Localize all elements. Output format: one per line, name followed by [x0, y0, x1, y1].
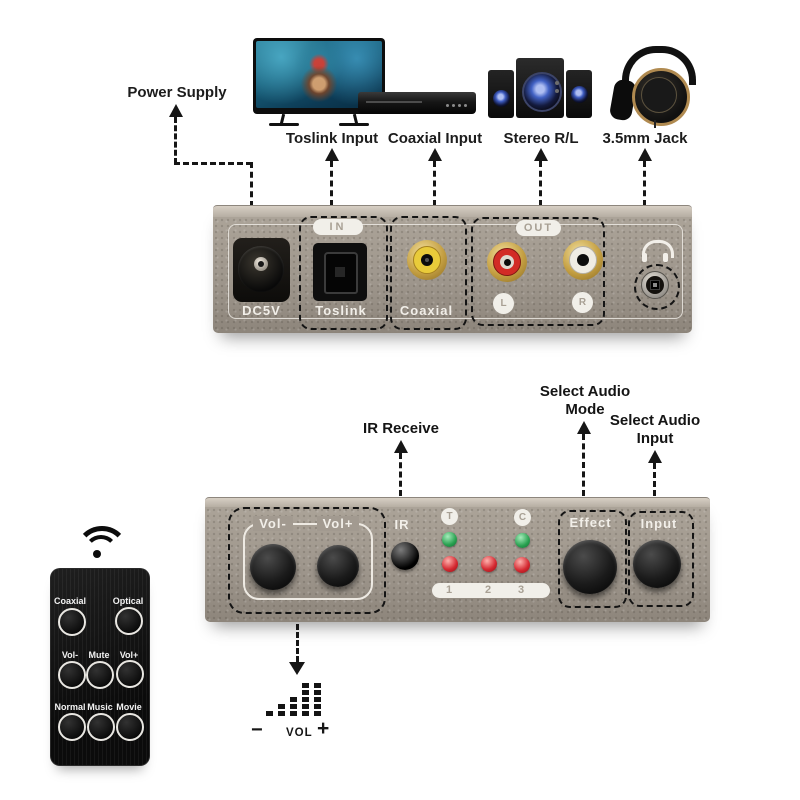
vol-minus-label: Vol- — [253, 516, 293, 531]
front-panel-top-bevel — [205, 497, 710, 508]
coaxial-section-box — [390, 216, 467, 330]
remote-music-button — [87, 713, 115, 741]
coaxial-label: Coaxial — [399, 303, 454, 318]
left-channel-label: L — [493, 293, 514, 314]
toslink-arrow-line — [330, 161, 333, 206]
volume-arrow-line — [296, 624, 299, 662]
ir-receive-label: IR Receive — [363, 420, 439, 437]
input-arrowhead-icon — [648, 450, 662, 463]
toslink-port — [313, 243, 367, 301]
remote-optical-label: Optical — [112, 596, 144, 606]
effect-section-box — [558, 510, 627, 608]
volume-section-box — [228, 507, 386, 614]
ir-label: IR — [394, 517, 410, 532]
remote-vol-plus-button — [116, 660, 144, 688]
vol-text: VOL — [286, 727, 313, 739]
label-toslink-input: Toslink Input — [285, 130, 379, 147]
label-stereo-rl: Stereo R/L — [503, 130, 579, 147]
select-audio-input-label-line1: Select Audio — [609, 412, 701, 429]
mode-arrow-line — [582, 434, 585, 496]
led-t-label: T — [441, 508, 458, 525]
remote-mute-button — [86, 661, 114, 689]
remote-mute-label: Mute — [88, 650, 110, 660]
remote-music-label: Music — [87, 702, 113, 712]
led-c-label: C — [514, 509, 531, 526]
stereo-arrowhead-icon — [534, 148, 548, 161]
jack-dashed-circle — [634, 264, 680, 310]
ir-arrowhead-icon — [394, 440, 408, 453]
back-panel-top-bevel — [213, 205, 692, 218]
volume-arrowhead-icon — [289, 662, 305, 675]
input-label: Input — [640, 516, 678, 531]
dc5v-label: DC5V — [242, 303, 281, 318]
power-supply-arrowhead-icon — [169, 104, 183, 117]
channel-1-label: 1 — [445, 584, 453, 596]
power-supply-drop-line — [250, 162, 253, 207]
in-label: IN — [313, 219, 363, 235]
dc-power-port — [233, 238, 290, 302]
remote-vol-minus-button — [58, 661, 86, 689]
vol-minus-sign: − — [251, 719, 263, 741]
toslink-arrowhead-icon — [325, 148, 339, 161]
in-section-box — [299, 216, 388, 330]
coaxial-arrow-line — [433, 161, 436, 206]
jack-arrow-line — [643, 161, 646, 206]
converter-back-panel: DC5V IN Toslink Coaxial OUT — [213, 205, 692, 333]
stereo-speakers-image — [488, 58, 592, 118]
mode-arrowhead-icon — [577, 421, 591, 434]
back-panel-face — [213, 217, 692, 333]
ir-receiver — [391, 542, 419, 570]
coaxial-arrowhead-icon — [428, 148, 442, 161]
led-green-toslink — [442, 532, 457, 547]
dvd-player-image — [358, 92, 476, 114]
remote-movie-button — [116, 713, 144, 741]
led-red-1 — [442, 556, 458, 572]
remote-coaxial-label: Coaxial — [53, 596, 86, 606]
power-supply-elbow-line — [174, 162, 252, 165]
volume-bars-icon — [266, 682, 321, 716]
effect-button — [563, 540, 617, 594]
select-audio-mode-label-line2: Mode — [565, 401, 605, 418]
power-supply-arrow-line — [174, 117, 177, 164]
vol-plus-label: Vol+ — [317, 516, 359, 531]
remote-normal-button — [58, 713, 86, 741]
channel-number-strip: 1 2 3 — [432, 583, 550, 598]
headphones-image — [608, 44, 696, 128]
vol-minus-button — [250, 544, 296, 590]
stereo-arrow-line — [539, 161, 542, 206]
right-channel-label: R — [572, 292, 593, 313]
channel-2-label: 2 — [484, 584, 492, 596]
remote-vol-minus-label: Vol- — [61, 650, 79, 660]
remote-normal-label: Normal — [54, 702, 86, 712]
jack-arrowhead-icon — [638, 148, 652, 161]
out-label: OUT — [516, 220, 561, 236]
vol-plus-sign: + — [317, 717, 330, 740]
power-supply-label: Power Supply — [127, 84, 227, 101]
led-red-2 — [481, 556, 497, 572]
remote-control: Coaxial Optical Vol- Mute Vol+ Normal Mu… — [50, 568, 150, 766]
input-arrow-line — [653, 463, 656, 496]
ir-arrow-line — [399, 453, 402, 496]
volume-frame — [243, 523, 373, 600]
wifi-signal-icon — [70, 524, 129, 564]
remote-coaxial-button — [58, 608, 86, 636]
select-audio-mode-label-line1: Select Audio — [539, 383, 631, 400]
channel-3-label: 3 — [517, 584, 525, 596]
effect-label: Effect — [569, 515, 612, 530]
toslink-label: Toslink — [315, 303, 367, 318]
out-section-box — [471, 217, 605, 326]
label-35mm-jack: 3.5mm Jack — [602, 130, 688, 147]
remote-optical-button — [115, 607, 143, 635]
remote-movie-label: Movie — [116, 702, 142, 712]
select-audio-input-label-line2: Input — [636, 430, 674, 447]
tv-image — [253, 38, 385, 126]
remote-vol-plus-label: Vol+ — [119, 650, 139, 660]
converter-front-panel: Vol- Vol+ IR T C 1 2 3 Effect Input — [205, 497, 710, 622]
label-coaxial-input: Coaxial Input — [387, 130, 483, 147]
led-red-3 — [514, 557, 530, 573]
led-green-coaxial — [515, 533, 530, 548]
vol-plus-button — [317, 545, 359, 587]
input-button — [633, 540, 681, 588]
input-section-box — [628, 511, 694, 607]
